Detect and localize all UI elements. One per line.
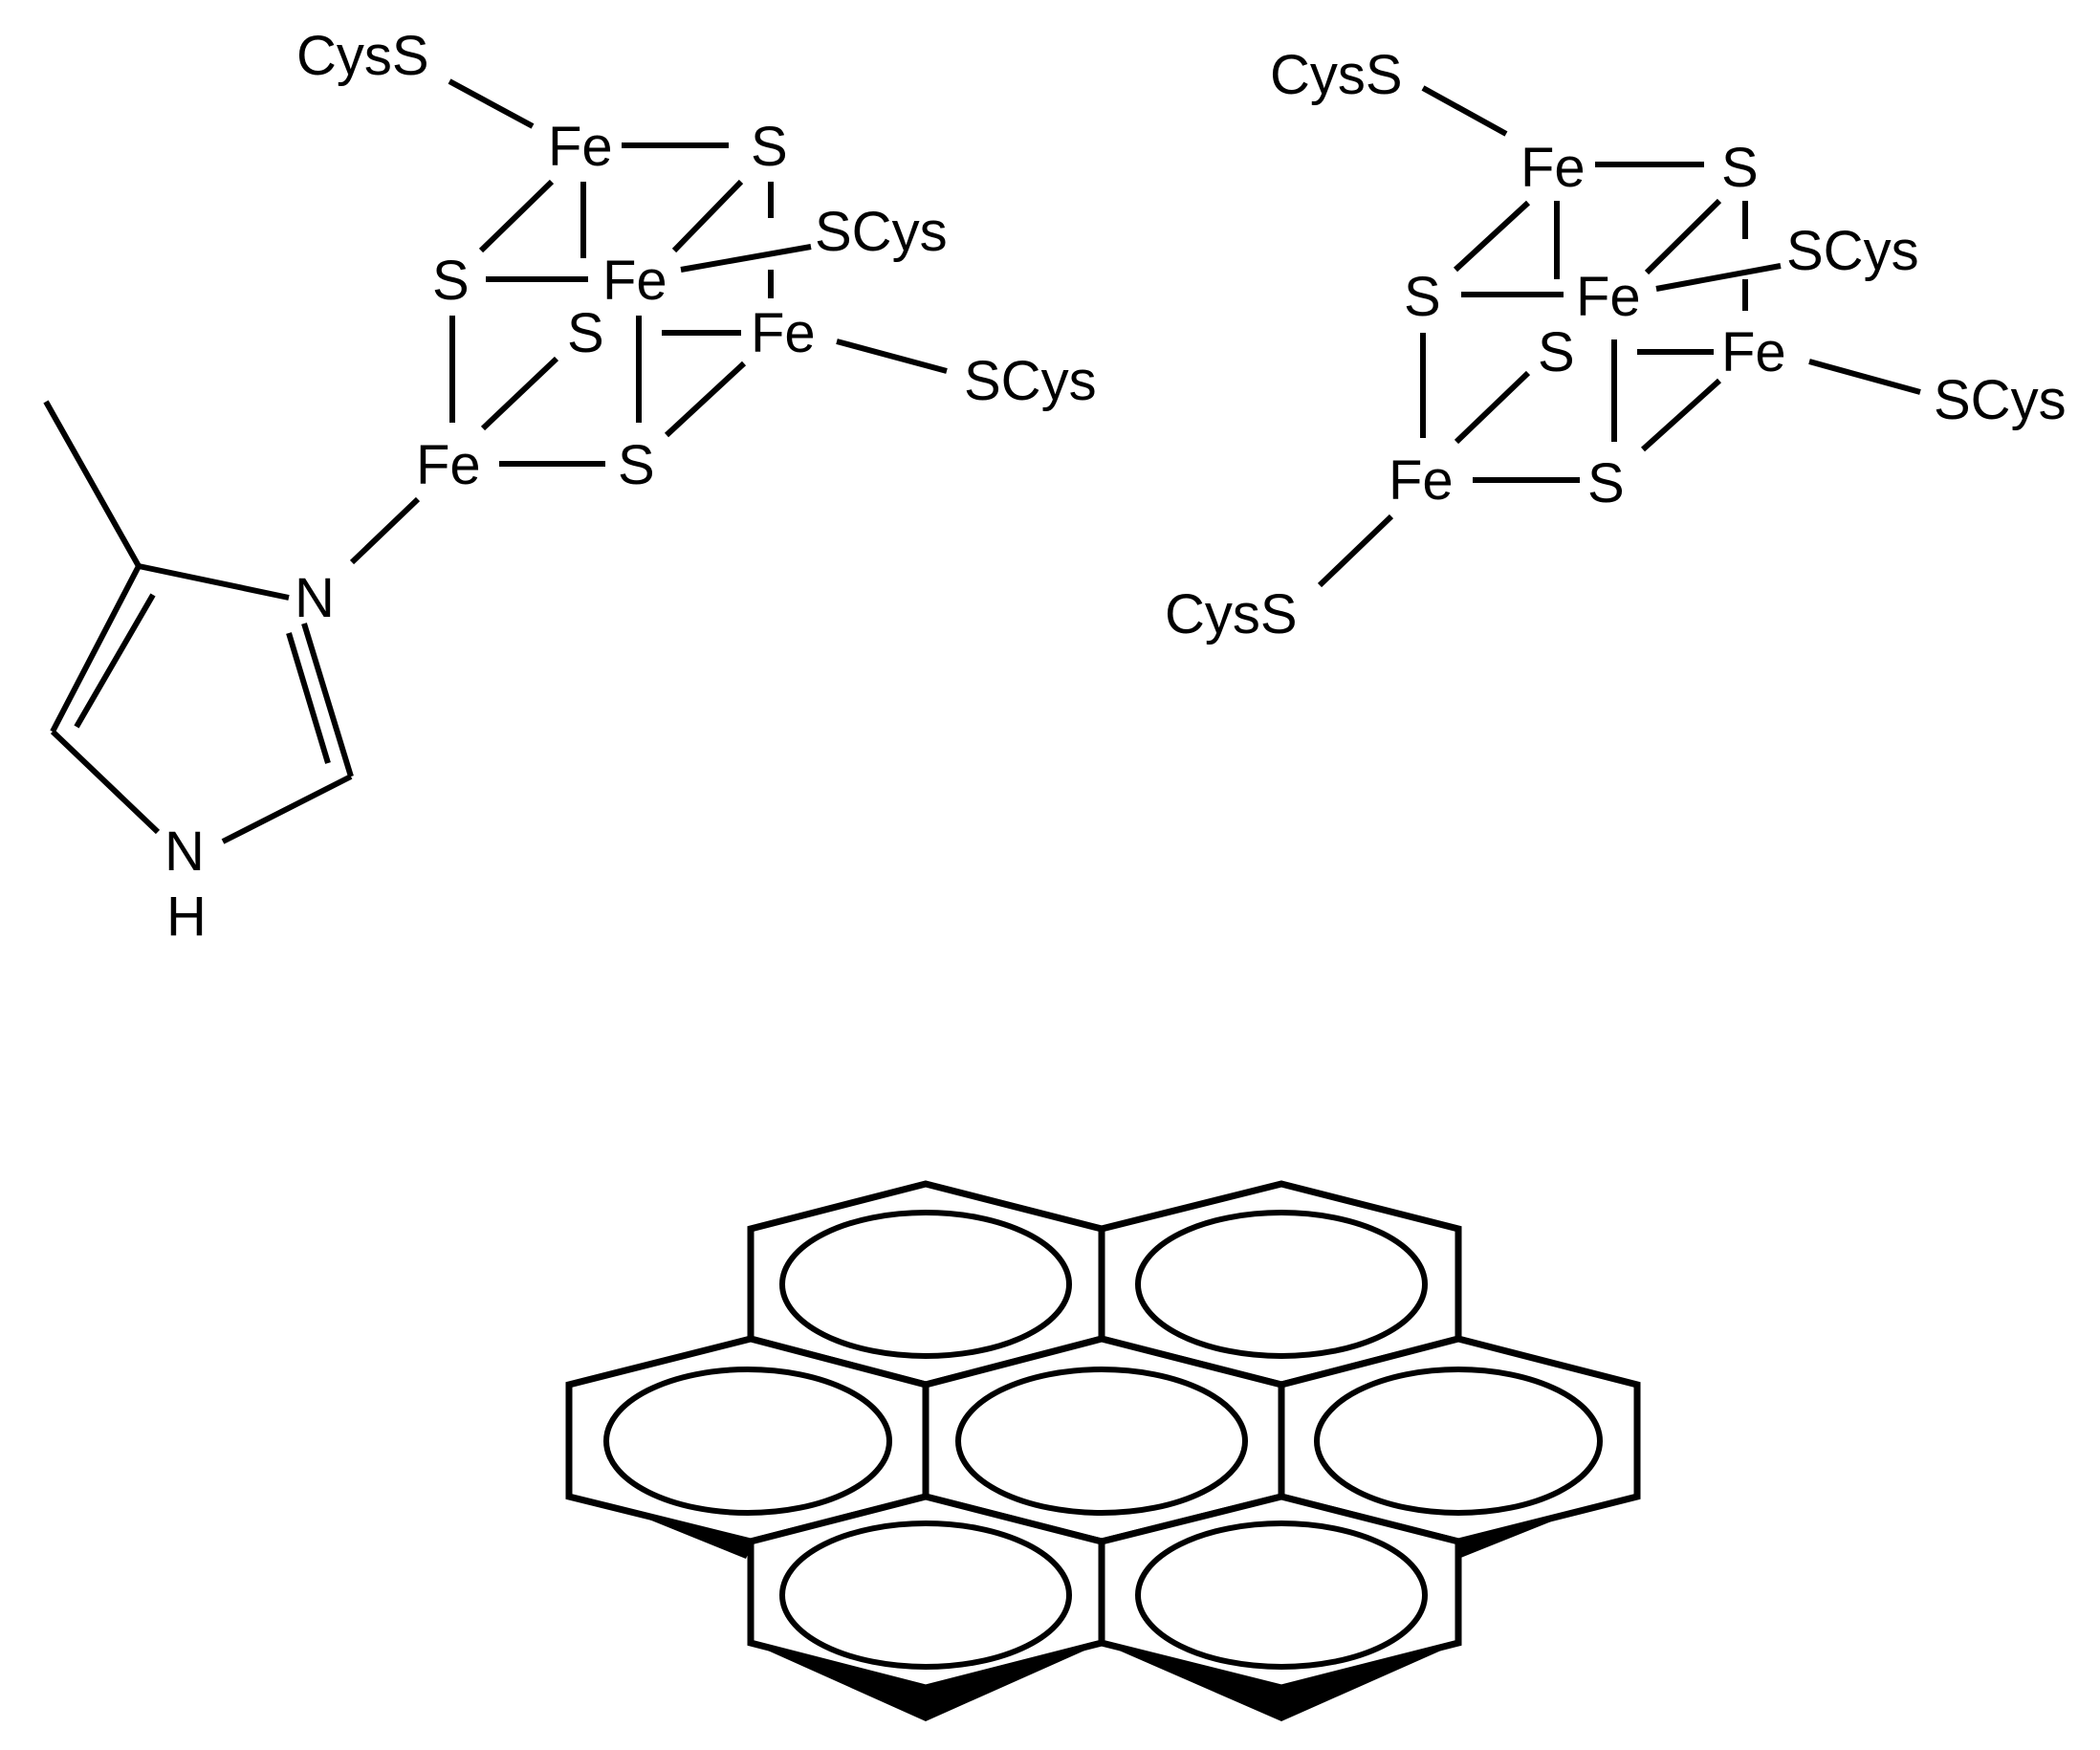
s-label: S [1404, 266, 1441, 328]
fe-label: Fe [1389, 449, 1454, 512]
fe-label: Fe [548, 116, 613, 178]
scys-label: SCys [815, 201, 948, 263]
imidazole-ring [43, 400, 354, 844]
bond-s3-fe4 [480, 356, 559, 431]
scys-label: SCys [964, 350, 1097, 412]
cyss-label: CysS [1165, 583, 1298, 645]
s-label: S [1538, 321, 1575, 383]
aromatic-circle [603, 1367, 892, 1516]
right-cluster: CysS Fe S S Fe SCys S Fe SCys Fe S CysS [1165, 44, 2067, 645]
aromatic-circle [779, 1520, 1072, 1670]
bond-c4-c5 [50, 564, 142, 733]
bond-fe3-s4 [1640, 378, 1722, 452]
bond-c5-n1 [50, 729, 161, 835]
fe-label: Fe [1721, 321, 1786, 383]
bond-cyss-fe1 [1421, 85, 1508, 137]
bond-fe1-s2 [478, 179, 555, 253]
ring-bottom-right [1098, 1493, 1462, 1692]
right-cluster-bonds [1317, 85, 1921, 588]
left-cluster-labels: CysS Fe S S Fe SCys S Fe SCys Fe S N N H [164, 25, 1097, 948]
bond-s1-fe2 [1644, 198, 1722, 275]
bond-fe3-scys [836, 339, 948, 374]
right-cluster-labels: CysS Fe S S Fe SCys S Fe SCys Fe S CysS [1165, 44, 2067, 645]
s-label: S [1587, 452, 1625, 514]
scys-label: SCys [1786, 220, 1919, 282]
bond-fe3-s4 [664, 361, 747, 438]
s-label: S [751, 116, 788, 178]
aromatic-circle [955, 1367, 1248, 1516]
s-label: S [432, 250, 470, 312]
coronene [565, 1180, 1641, 1721]
bond-fe2-scys [680, 244, 812, 273]
fe-label: Fe [751, 302, 816, 364]
bond-n3-c2-double [286, 632, 331, 764]
left-cluster: CysS Fe S S Fe SCys S Fe SCys Fe S N N H [43, 25, 1097, 948]
aromatic-circle [1135, 1520, 1428, 1670]
bond-fe4-n [349, 496, 421, 565]
scys-label: SCys [1934, 369, 2067, 431]
h-label: H [166, 886, 207, 948]
bond-cyss-fe1 [448, 78, 535, 129]
coronene-rings [565, 1180, 1641, 1692]
fe-label: Fe [602, 250, 667, 312]
s-label: S [567, 302, 604, 364]
bond-c4-n3 [138, 563, 290, 601]
bond-fe4-cyss [1317, 514, 1394, 588]
aromatic-circle [1135, 1210, 1428, 1359]
bond-fe3-scys [1808, 359, 1921, 395]
s-label: S [618, 434, 655, 496]
cyss-label: CysS [296, 25, 429, 87]
s-label: S [1721, 137, 1759, 199]
fe-label: Fe [1520, 137, 1586, 199]
aromatic-circle [779, 1210, 1072, 1359]
fe-label: Fe [416, 434, 481, 496]
bond-n3-c2 [301, 623, 354, 777]
methyl-bond [43, 400, 142, 568]
n-label: N [164, 820, 205, 883]
aromatic-circle [1314, 1367, 1603, 1516]
n-label: N [295, 567, 335, 629]
bond-s1-fe2 [671, 179, 744, 253]
bond-c2-n1 [221, 774, 353, 844]
fe-label: Fe [1576, 266, 1641, 328]
bond-s3-fe4 [1454, 370, 1531, 445]
coronene-aromatic-circles [603, 1210, 1603, 1670]
cyss-label: CysS [1270, 44, 1403, 106]
bond-fe1-s2 [1453, 200, 1531, 273]
bond-fe2-scys [1655, 263, 1782, 292]
bond-c4-c5-double [74, 593, 156, 729]
left-cluster-bonds [349, 78, 948, 565]
